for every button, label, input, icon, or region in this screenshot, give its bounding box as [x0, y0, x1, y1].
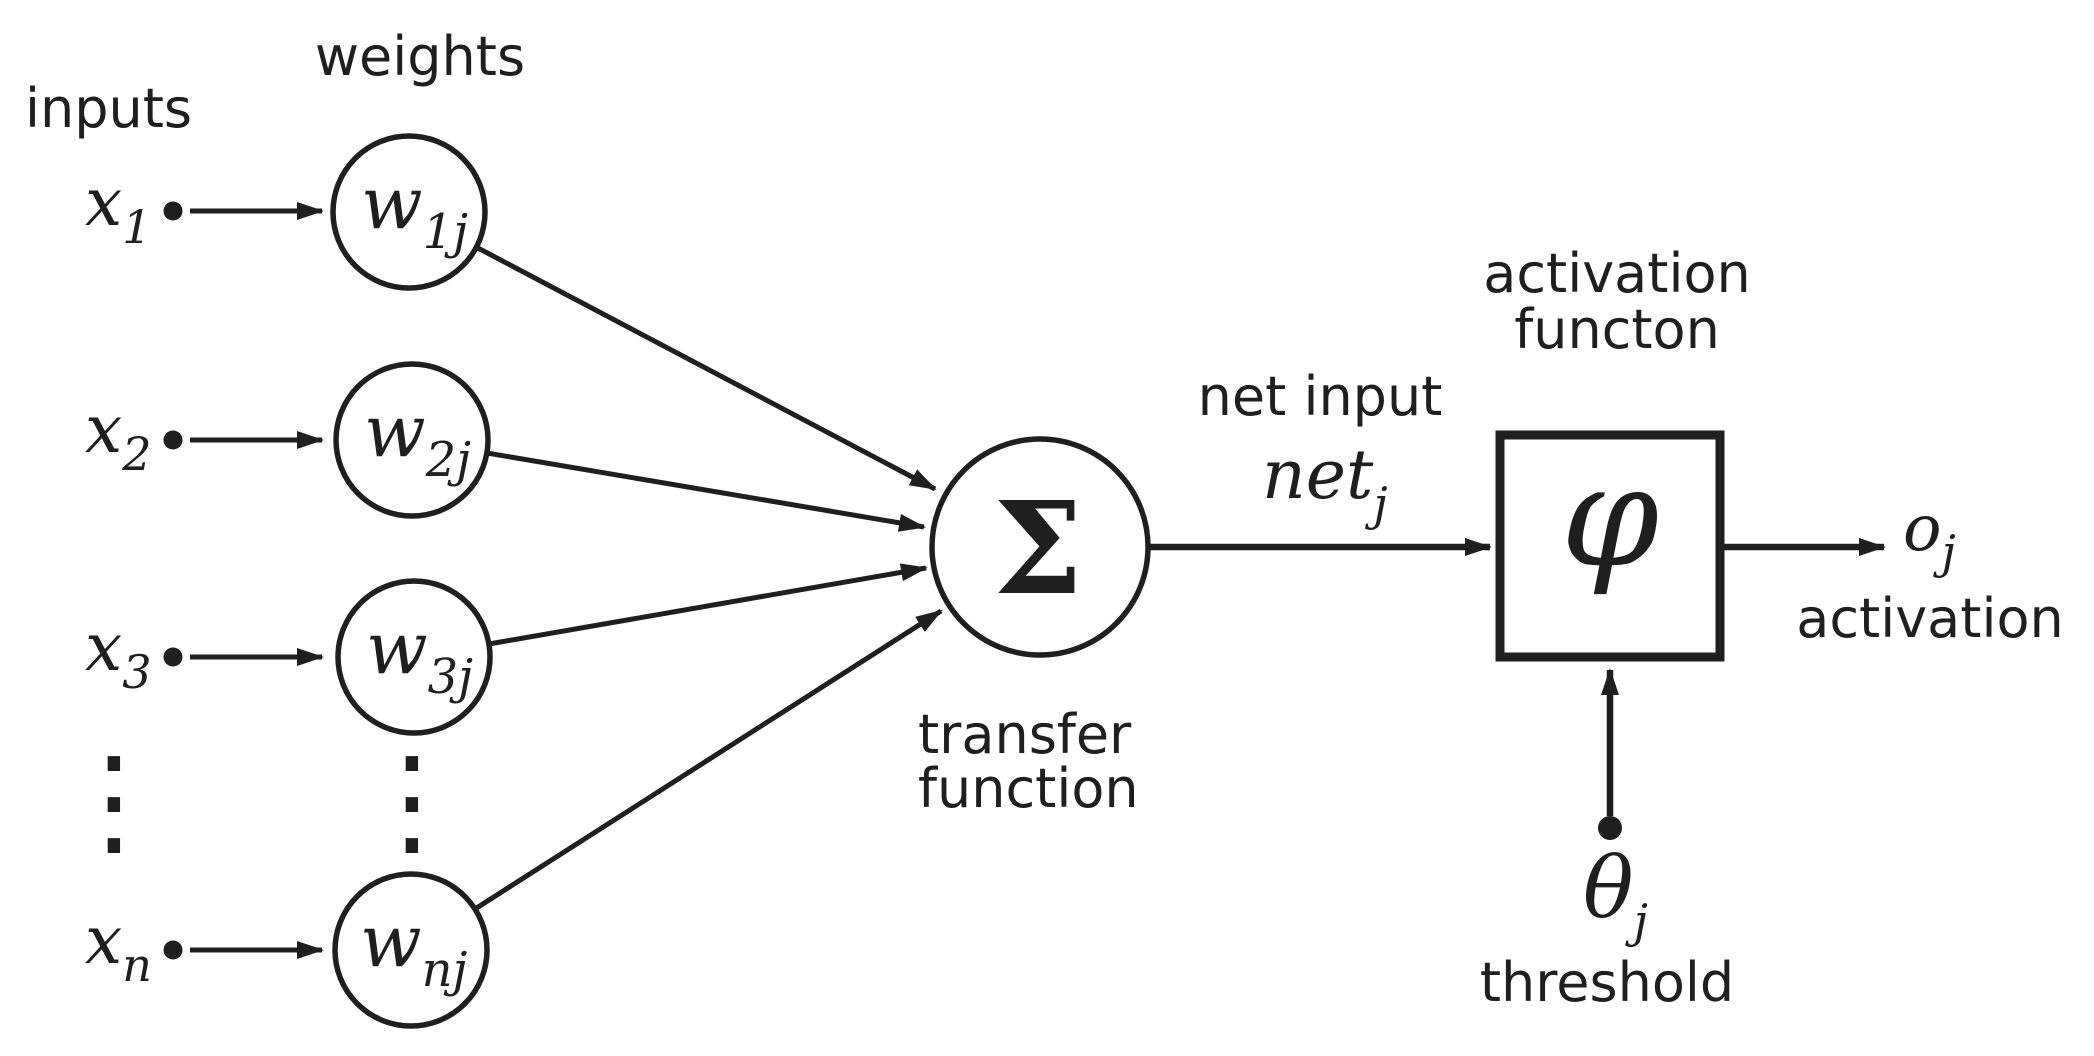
activation-function-label-line1: activation [1483, 242, 1750, 305]
weight-node-w2j [333, 361, 491, 519]
weight-node-w3j [335, 578, 493, 736]
activation-function-node: activation functon φ [1483, 242, 1751, 662]
inputs-ellipsis: ⋮ [54, 732, 174, 871]
activation-box [1495, 430, 1725, 662]
output-oj-symbol: oj [1903, 492, 1956, 579]
input-xn-label: xn [85, 902, 152, 992]
arrow-w3j-to-sum [488, 563, 928, 647]
input-x3-label: x3 [85, 609, 152, 699]
weight-node-w1j [330, 133, 488, 291]
input-x1-dot [163, 201, 183, 221]
transfer-function-label-line1: transfer [918, 703, 1132, 766]
inputs-column-label: inputs [25, 77, 192, 140]
weights-ellipsis: ⋮ [352, 732, 472, 871]
activation-function-label-line2: functon [1514, 298, 1720, 361]
input-xn-dot [163, 940, 183, 960]
transfer-function-label-line2: function [918, 757, 1139, 820]
inputs-column: x1 x2 x3 ⋮ xn [54, 164, 324, 992]
input-x1-label: x1 [85, 164, 152, 254]
threshold-label: threshold [1480, 951, 1734, 1014]
weight-w1j-label: w1j [361, 161, 468, 260]
input-x2-label: x2 [85, 391, 152, 481]
threshold-group: θj threshold [1480, 668, 1734, 1014]
threshold-dot [1598, 816, 1622, 840]
weights-column: w1j w2j w3j ⋮ wnj [330, 133, 493, 1029]
net-input-label: net input [1198, 365, 1443, 428]
weight-wnj-label: wnj [360, 899, 468, 998]
input-x2-dot [163, 430, 183, 450]
sigma-symbol: Σ [993, 474, 1083, 623]
output-group: oj activation [1720, 492, 2064, 650]
input-x3-dot [163, 647, 183, 667]
weight-to-sum-connectors [473, 244, 943, 912]
arrow-w2j-to-sum [486, 450, 926, 532]
arrow-wnj-to-sum [473, 608, 943, 912]
phi-symbol: φ [1561, 436, 1659, 599]
arrow-w1j-to-sum [474, 244, 937, 492]
output-activation-label: activation [1796, 587, 2063, 650]
theta-j-symbol: θj [1583, 839, 1648, 948]
weight-w2j-label: w2j [364, 389, 471, 488]
weight-node-wnj [332, 871, 490, 1029]
weight-w3j-label: w3j [366, 606, 473, 705]
net-j-symbol: netj [1262, 436, 1388, 531]
weights-column-label: weights [315, 25, 525, 88]
net-input-connector: net input netj [1148, 365, 1492, 556]
summation-node: Σ transfer function [918, 436, 1151, 820]
